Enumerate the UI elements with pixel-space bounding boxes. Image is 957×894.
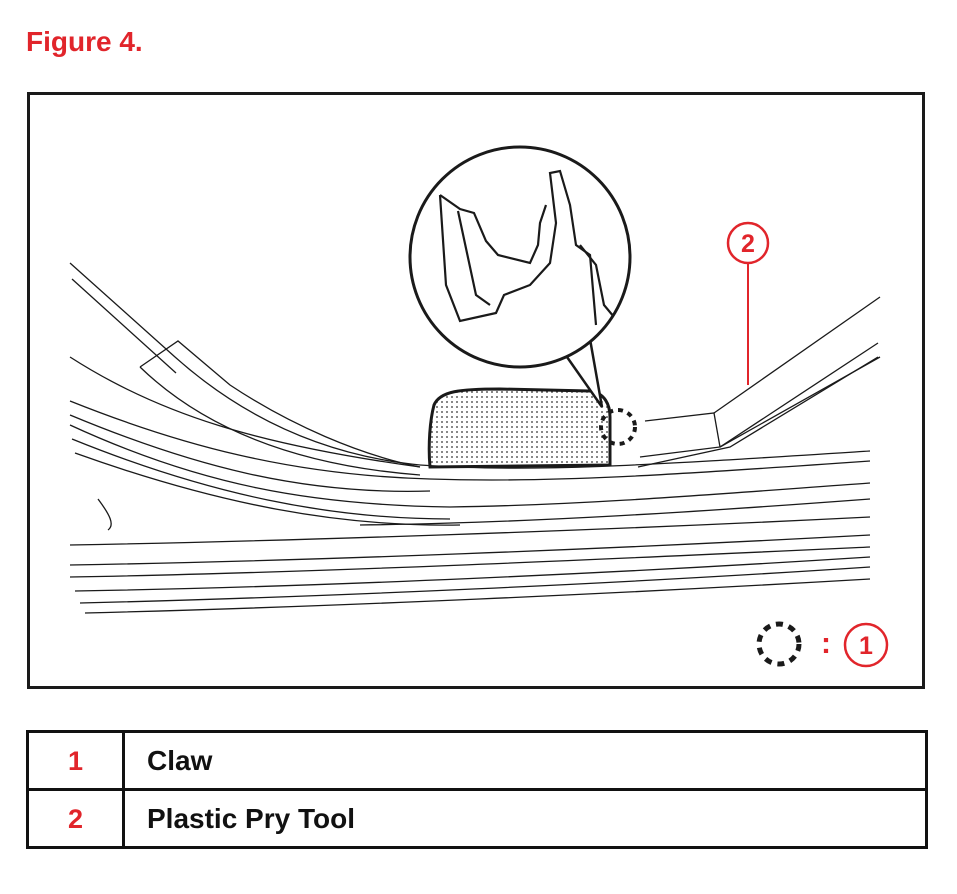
callout-2-number: 2 bbox=[741, 230, 755, 258]
dashed-circle-icon bbox=[756, 621, 802, 667]
figure-title: Figure 4. bbox=[26, 26, 143, 57]
magnifier-detail bbox=[408, 145, 632, 408]
legend-number: 1 bbox=[26, 730, 125, 791]
trim-clip-body bbox=[427, 387, 612, 469]
callout-1-key: : 1 bbox=[756, 621, 889, 668]
callout-1-separator: : bbox=[821, 627, 831, 660]
legend-table: 1 Claw 2 Plastic Pry Tool bbox=[26, 730, 928, 849]
callout-2: 2 bbox=[726, 221, 770, 385]
table-row: 2 Plastic Pry Tool bbox=[26, 788, 928, 849]
legend-label: Plastic Pry Tool bbox=[122, 788, 928, 849]
callout-1-number: 1 bbox=[859, 632, 873, 660]
claw-marker-icon bbox=[599, 408, 637, 446]
diagram-frame: 2 : 1 bbox=[27, 92, 925, 689]
legend-label: Claw bbox=[122, 730, 928, 791]
table-row: 1 Claw bbox=[26, 730, 928, 791]
pry-tool-illustration: 2 : 1 bbox=[69, 145, 889, 668]
legend-number: 2 bbox=[26, 788, 125, 849]
